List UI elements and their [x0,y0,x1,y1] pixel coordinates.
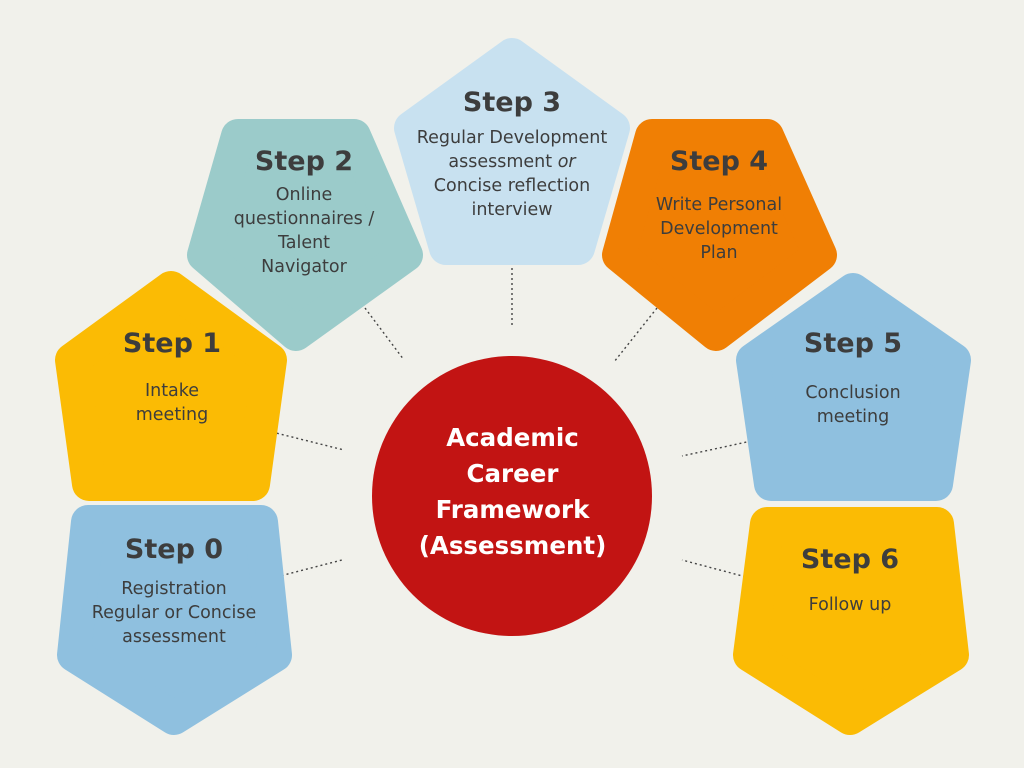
step-3-desc: Regular Development assessment or Concis… [392,126,632,222]
step-0-line-3: assessment [122,627,226,647]
step-2-label: Step 2 Online questionnaires / Talent Na… [204,145,404,279]
step-6-label: Step 6 Follow up [750,543,950,617]
step-4-label: Step 4 Write Personal Development Plan [619,145,819,265]
step-0-title: Step 0 [124,534,224,565]
connector-step-2 [364,307,405,361]
center-line-1: Academic [446,423,579,452]
step-5-line-2: meeting [816,407,890,427]
step-5-label: Step 5 Conclusion meeting [753,327,953,429]
step-1-line-1: Intake [144,381,200,401]
step-3-line-4: interview [471,200,553,220]
connector-step-5 [681,439,757,457]
step-5-desc: Conclusion meeting [753,381,953,429]
step-3-label: Step 3 Regular Development assessment or… [392,86,632,222]
step-3-line-2b: or [557,152,576,172]
step-3-line-3: Concise reflection [433,176,591,196]
step-2-desc: Online questionnaires / Talent Navigator [204,183,404,279]
step-0-line-1: Registration [121,579,227,599]
step-3-line-2: assessment or [392,150,632,174]
step-6-pentagon [733,507,969,735]
step-6-desc: Follow up [750,593,950,617]
step-2-pentagon [187,119,423,351]
center-line-4: (Assessment) [418,531,607,560]
step-0-desc: Registration Regular or Concise assessme… [74,577,274,649]
step-0-pentagon [57,505,292,735]
center-circle [372,356,652,636]
step-5-title: Step 5 [803,328,903,359]
step-1-title: Step 1 [122,328,222,359]
center-line-2: Career [466,459,559,488]
step-5-pentagon [736,273,971,501]
connector-step-0 [271,559,343,579]
center-label: Academic Career Framework (Assessment) [390,420,635,564]
step-5-line-1: Conclusion [805,383,901,403]
step-3-title: Step 3 [462,87,562,118]
center-line-3: Framework [435,495,590,524]
step-2-line-1: Online [275,185,333,205]
step-4-title: Step 4 [669,146,769,177]
step-3-pentagon [394,38,630,265]
step-6-title: Step 6 [800,544,900,575]
step-1-label: Step 1 Intake meeting [72,327,272,427]
step-2-line-3: Talent [277,233,331,253]
connectors [271,263,757,579]
step-6-line-1: Follow up [808,595,892,615]
connector-step-4 [613,307,658,363]
step-0-label: Step 0 Registration Regular or Concise a… [74,533,274,649]
connector-step-1 [271,431,345,451]
step-4-pentagon [602,119,837,351]
step-4-desc: Write Personal Development Plan [619,193,819,265]
step-2-line-2: questionnaires / [233,209,375,229]
step-4-line-3: Plan [700,243,738,263]
step-2-line-4: Navigator [261,257,347,277]
step-4-line-2: Development [660,219,778,239]
step-0-line-2: Regular or Concise [91,603,257,623]
connector-step-6 [681,559,751,579]
step-1-line-2: meeting [135,405,209,425]
step-3-line-1: Regular Development [416,128,608,148]
step-3-line-2a: assessment [448,152,553,172]
step-1-pentagon [55,271,287,501]
step-4-line-1: Write Personal [655,195,783,215]
step-1-desc: Intake meeting [72,379,272,427]
step-2-title: Step 2 [254,146,354,177]
